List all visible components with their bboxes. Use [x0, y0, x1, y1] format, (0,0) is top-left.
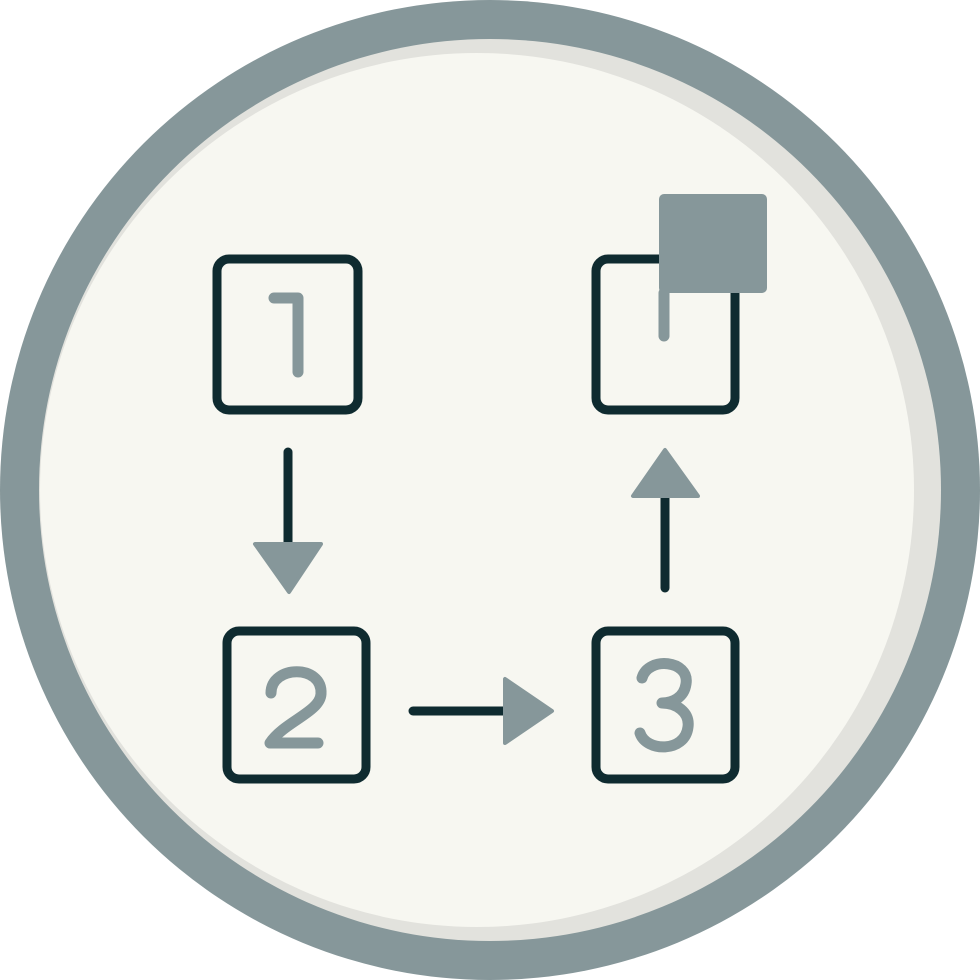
arrow-right-icon: [408, 677, 554, 745]
goal-square: [659, 194, 767, 293]
step-2-box: [222, 626, 371, 784]
arrow-down-icon: [253, 447, 323, 594]
arrow-up-icon: [631, 448, 700, 593]
step-3-digit: [634, 658, 694, 753]
goal-box: [591, 194, 767, 415]
step-1-box: [212, 254, 363, 415]
inner-disc: [40, 53, 914, 927]
step-3-box: [591, 626, 740, 784]
step-1-digit: [268, 292, 304, 378]
step-2-digit: [264, 666, 327, 749]
